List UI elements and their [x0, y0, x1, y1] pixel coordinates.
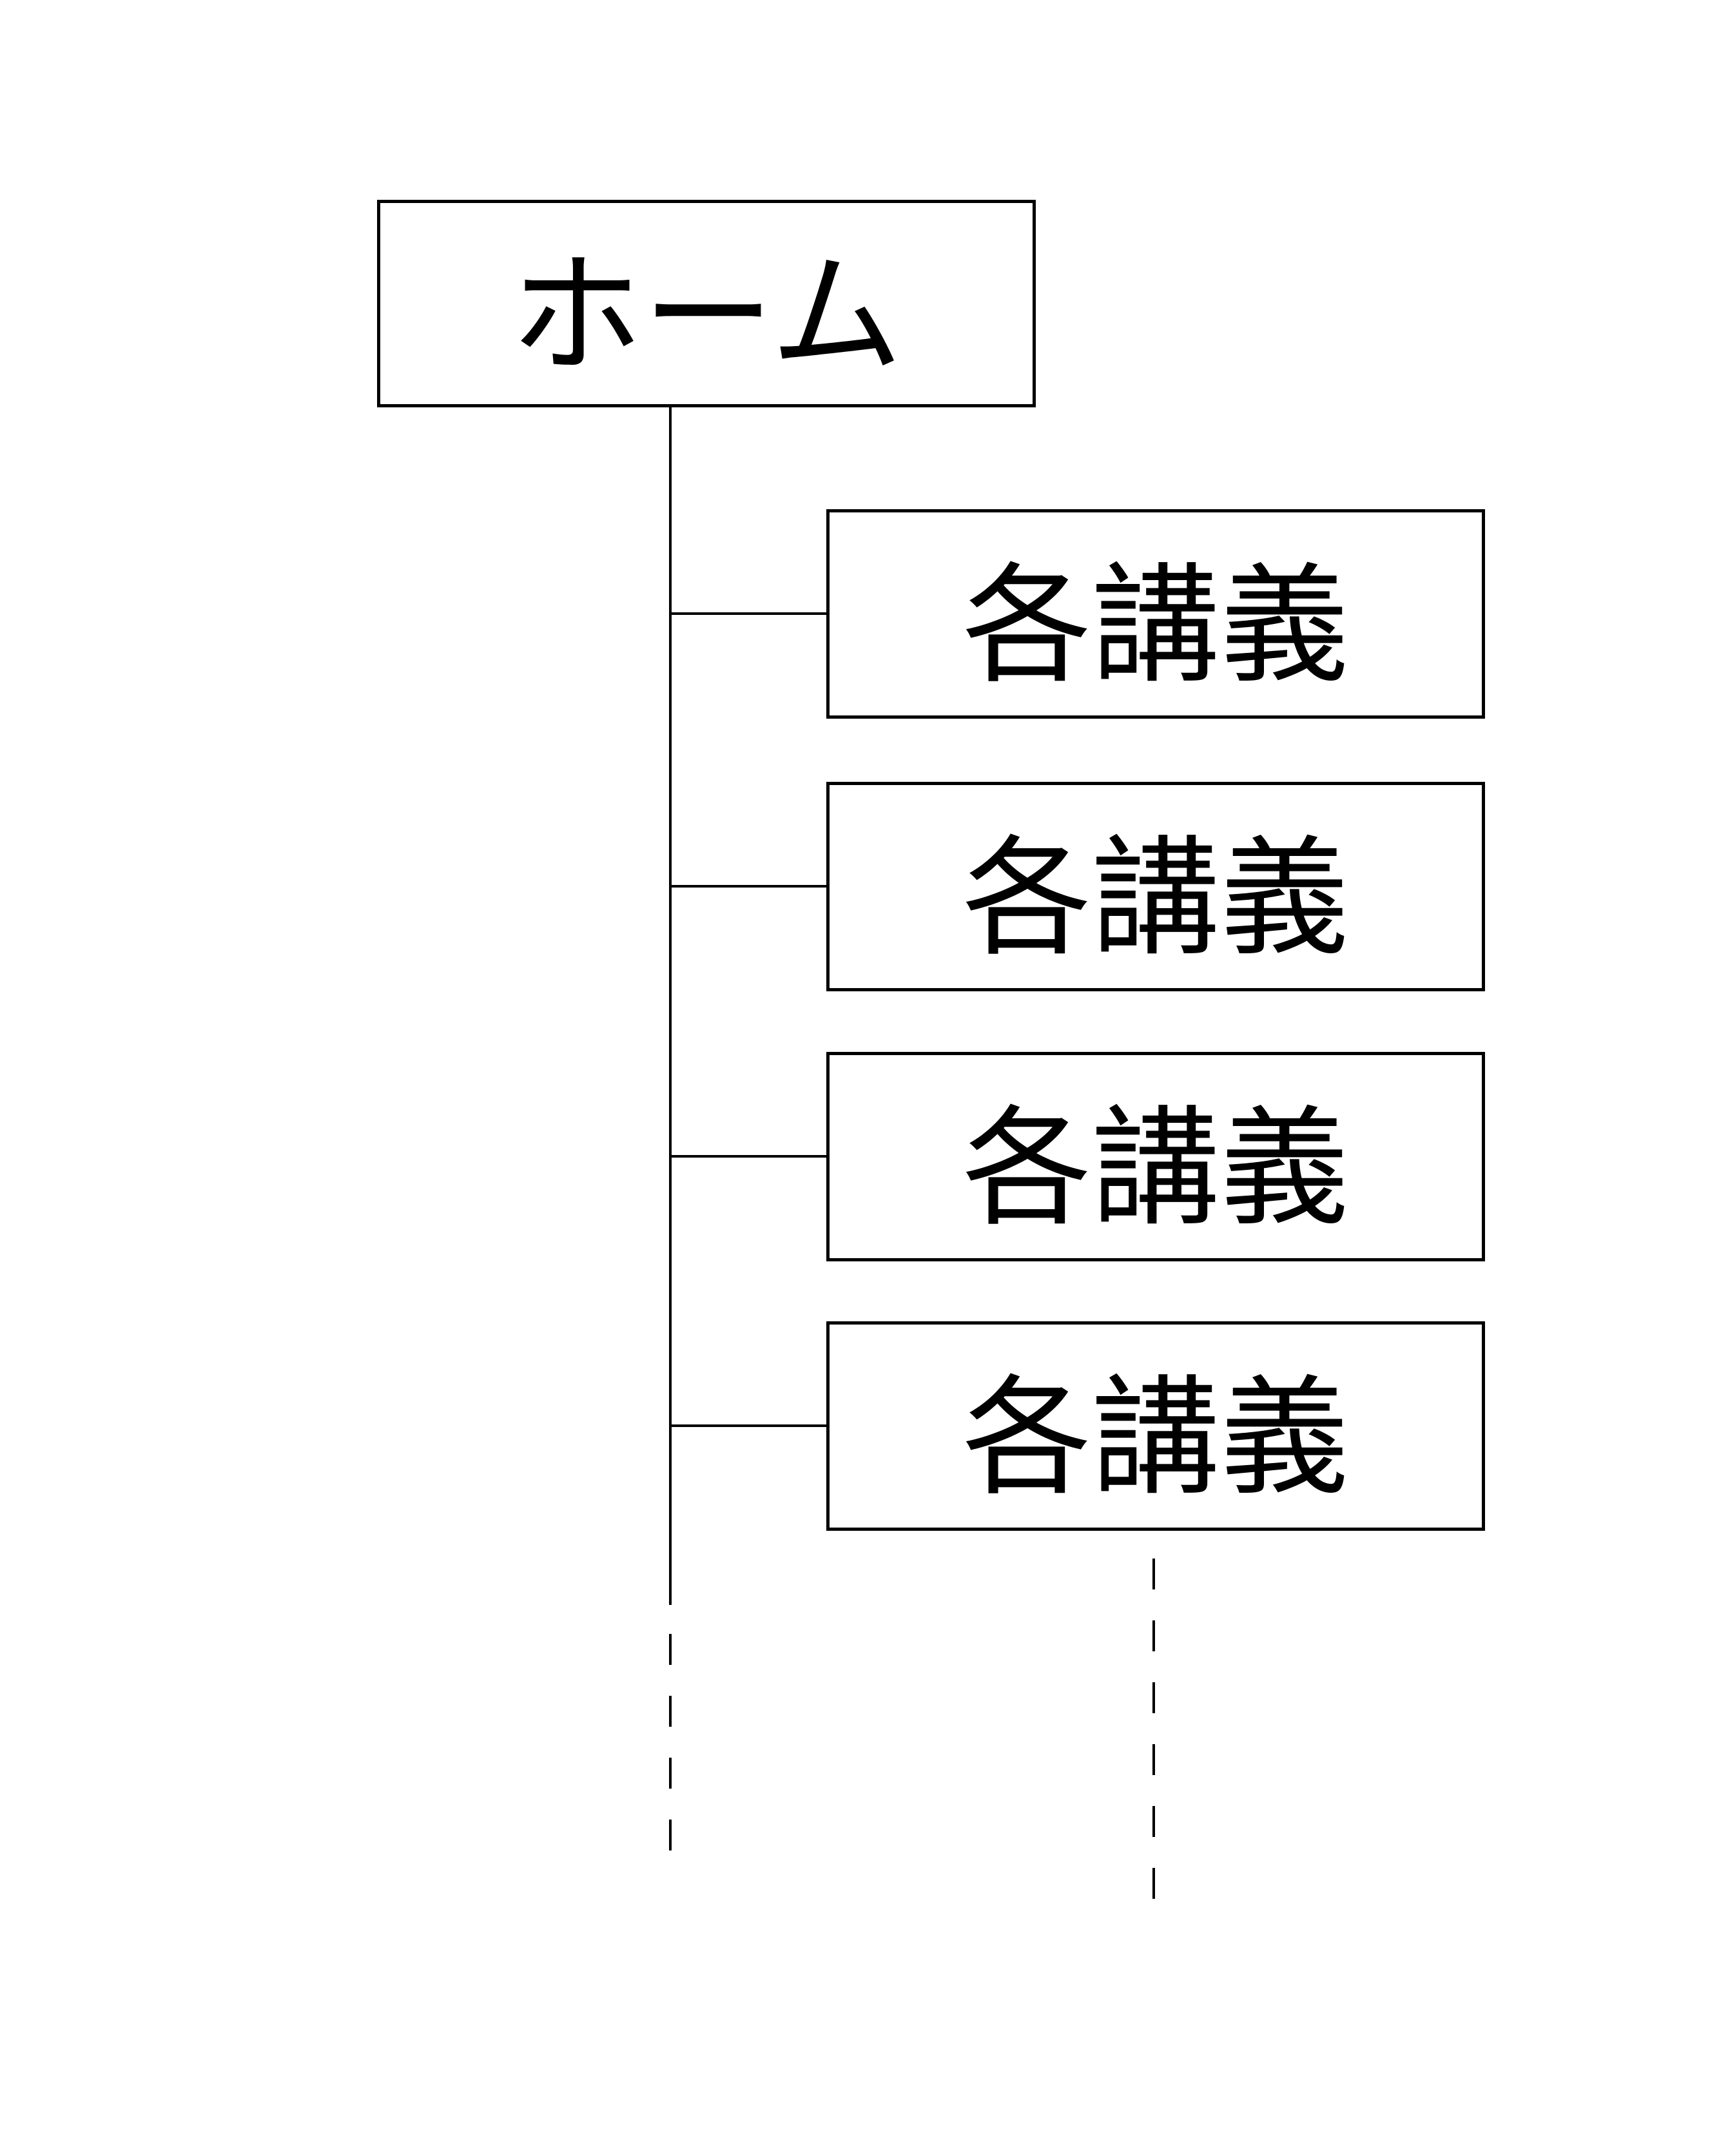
children-continuation-dashed-line: [1152, 1559, 1155, 1903]
node-lecture-1-label: 各講義: [962, 554, 1349, 698]
branch-line-3: [669, 1155, 828, 1158]
branch-line-2: [669, 885, 828, 888]
node-home-label: ホーム: [510, 241, 903, 389]
node-lecture-4: 各講義: [826, 1321, 1485, 1531]
node-lecture-1: 各講義: [826, 509, 1485, 719]
branch-line-4: [669, 1424, 828, 1427]
trunk-continuation-dashed-line: [669, 1634, 672, 1879]
node-lecture-2: 各講義: [826, 782, 1485, 991]
node-lecture-4-label: 各講義: [962, 1366, 1349, 1510]
branch-line-1: [669, 612, 828, 615]
node-lecture-3-label: 各講義: [962, 1096, 1349, 1241]
node-lecture-3: 各講義: [826, 1052, 1485, 1261]
node-lecture-2-label: 各講義: [962, 826, 1349, 971]
node-home: ホーム: [377, 200, 1036, 407]
trunk-line: [669, 407, 672, 1605]
